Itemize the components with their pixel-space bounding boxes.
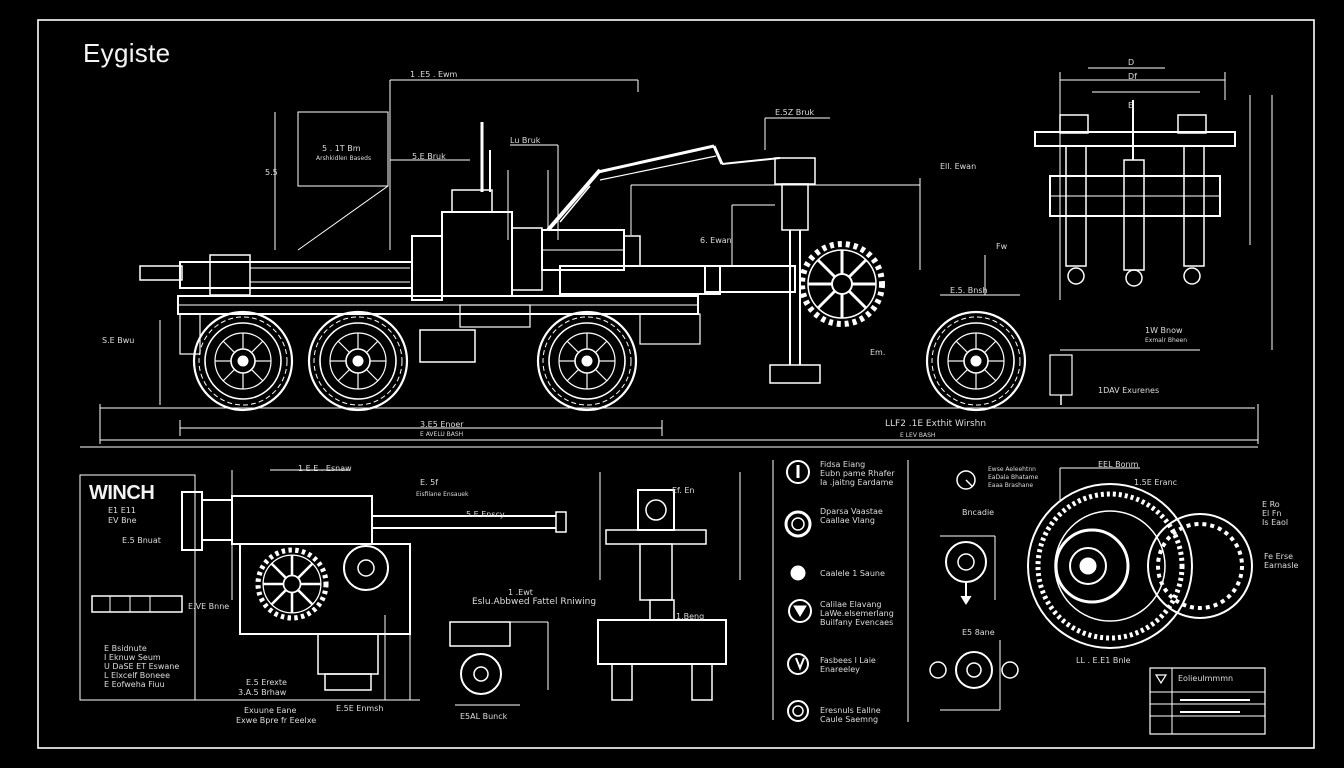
icon-list bbox=[784, 460, 909, 722]
icon-list-text-4: Fasbees l Laie Enareeley bbox=[820, 656, 876, 674]
winch-dim-f-label: E.5E Enmsh bbox=[336, 704, 384, 713]
detail-label-c: 1.5E Eranc bbox=[1134, 478, 1178, 487]
dim-c-label: Lu Bruk bbox=[510, 136, 541, 145]
front-dim-top-label: D bbox=[1128, 58, 1135, 67]
winch-sub-b-label: EV Bne bbox=[108, 516, 137, 525]
main-side-view bbox=[99, 79, 1259, 444]
dim-top-label: 1 .E5 . Ewm bbox=[410, 70, 458, 79]
detail-label-a: Ewse Aeleehtnn EaDala Bhatame Eaaa Brash… bbox=[988, 466, 1039, 489]
dim-bottom-left-label: 3.E5 Enoer bbox=[420, 420, 464, 429]
center-label-top: 1 .Ewt bbox=[508, 588, 533, 597]
dim-bottom-left-sub-label: E AVELU BASH bbox=[420, 431, 464, 438]
winch-dim-arm-sub-label: Eisfilane Ensauek bbox=[416, 491, 469, 498]
dim-far-right-label: 1DAV Exurenes bbox=[1098, 386, 1160, 395]
dim-i-label: Em. bbox=[870, 348, 886, 357]
spiral-icon bbox=[787, 700, 809, 722]
center-dim-b-label: 1.Beng bbox=[676, 612, 705, 621]
icon-list-text-3: Calilae Elavang LaWe.elsemerlang Builfan… bbox=[820, 600, 894, 627]
detail-label-g: E5 8ane bbox=[962, 628, 995, 637]
dim-bottom-right-label: LLF2 .1E Exthit Wirshn bbox=[885, 419, 987, 429]
dim-a-sub-label: Arshkidlen Baseds bbox=[316, 155, 372, 162]
legend-item: L Elxcelf Boneee bbox=[104, 671, 170, 680]
dim-g-label: 6. Ewan bbox=[700, 236, 732, 245]
winch-dim-arm-label: E. 5f bbox=[420, 478, 439, 487]
sheet-title: Eygiste bbox=[83, 38, 171, 68]
winch-view bbox=[79, 469, 567, 701]
winch-dim-top-label: 1 E.E . Esnaw bbox=[298, 464, 352, 473]
center-caption: Eslu.Abbwed Fattel Rniwing bbox=[472, 597, 597, 607]
detail-label-b: EEL Bonm bbox=[1098, 460, 1139, 469]
pin-icon bbox=[786, 460, 810, 484]
footer-left-line1: Exuune Eane bbox=[244, 706, 297, 715]
center-dim-a-label: Ef. En bbox=[672, 486, 695, 495]
icon-list-text-5: Eresnuls Eallne Caule Saemng bbox=[820, 706, 881, 724]
dim-h-label: E.5. Bnsh bbox=[950, 286, 988, 295]
detail-view bbox=[929, 467, 1253, 711]
footer-left-line2: Exwe Bpre fr Eeelxe bbox=[236, 716, 317, 725]
icon-list-text-0: Fidsa Eiang Eubn pame Rhafer Ia .jaitng … bbox=[820, 460, 895, 487]
title-block bbox=[1149, 667, 1266, 735]
winch-dim-b-label: 5.E Enscy bbox=[466, 510, 505, 519]
winch-dim-left-label: E.5 Bnuat bbox=[122, 536, 161, 545]
dim-left-label: S.E Bwu bbox=[102, 336, 135, 345]
front-dim-width-label: Df bbox=[1128, 72, 1137, 81]
dim-bottom-right-sub-label: E LEV BASH bbox=[900, 432, 936, 439]
detail-label-d: Bncadie bbox=[962, 508, 995, 517]
drop-icon bbox=[787, 653, 809, 675]
front-view bbox=[1034, 67, 1273, 350]
winch-dim-c-label: E.VE Bnne bbox=[188, 602, 230, 611]
legend-item: U DaSE ET Eswane bbox=[104, 662, 180, 671]
winch-legend: E Bsidnute I Eknuw Seum U DaSE ET Eswane… bbox=[104, 644, 179, 689]
dim-right-sub-label: Exmalr Bheen bbox=[1145, 337, 1188, 344]
title-block-row1: Eolieulmmmn bbox=[1178, 674, 1234, 683]
winch-label: WINCH bbox=[89, 482, 155, 504]
dim-e-label: Ell. Ewan bbox=[940, 162, 977, 171]
center-footer-label: E5AL Bunck bbox=[460, 712, 508, 721]
detail-label-e: E Ro El Fn Is Eaol bbox=[1262, 500, 1289, 527]
legend-item: I Eknuw Seum bbox=[104, 653, 161, 662]
legend-item: E Bsidnute bbox=[104, 644, 147, 653]
dim-d-label: E.5Z Bruk bbox=[775, 108, 815, 117]
front-dim-mid-label: E bbox=[1128, 101, 1134, 110]
dim-a-label: 5 . 1T Bm bbox=[322, 144, 361, 153]
front-dim-left-label: Fw bbox=[996, 242, 1008, 251]
dim-right-label: 1W Bnow bbox=[1145, 326, 1183, 335]
dim-f-label: 5.5 bbox=[265, 168, 278, 177]
detail-label-f: Fe Erse Earnasle bbox=[1264, 552, 1299, 570]
ring-icon bbox=[784, 510, 812, 538]
sheet-border bbox=[37, 19, 1315, 749]
hook-icon bbox=[788, 599, 812, 623]
icon-list-text-2: Caalele 1 Saune bbox=[820, 569, 885, 578]
winch-dim-d-label: E.5 Erexte bbox=[246, 678, 287, 687]
icon-list-text-1: Dparsa Vaastae Caallae Vlang bbox=[820, 507, 883, 525]
winch-dim-e-label: 3.A.5 Brhaw bbox=[238, 688, 287, 697]
legend-item: E Eofweha Fiuu bbox=[104, 680, 165, 689]
dim-b-label: 5.E Bruk bbox=[412, 152, 446, 161]
detail-label-h: LL . E.E1 Bnle bbox=[1076, 656, 1131, 665]
dot-icon bbox=[790, 565, 806, 581]
center-views bbox=[449, 460, 774, 720]
winch-sub-a-label: E1 E11 bbox=[108, 506, 136, 515]
